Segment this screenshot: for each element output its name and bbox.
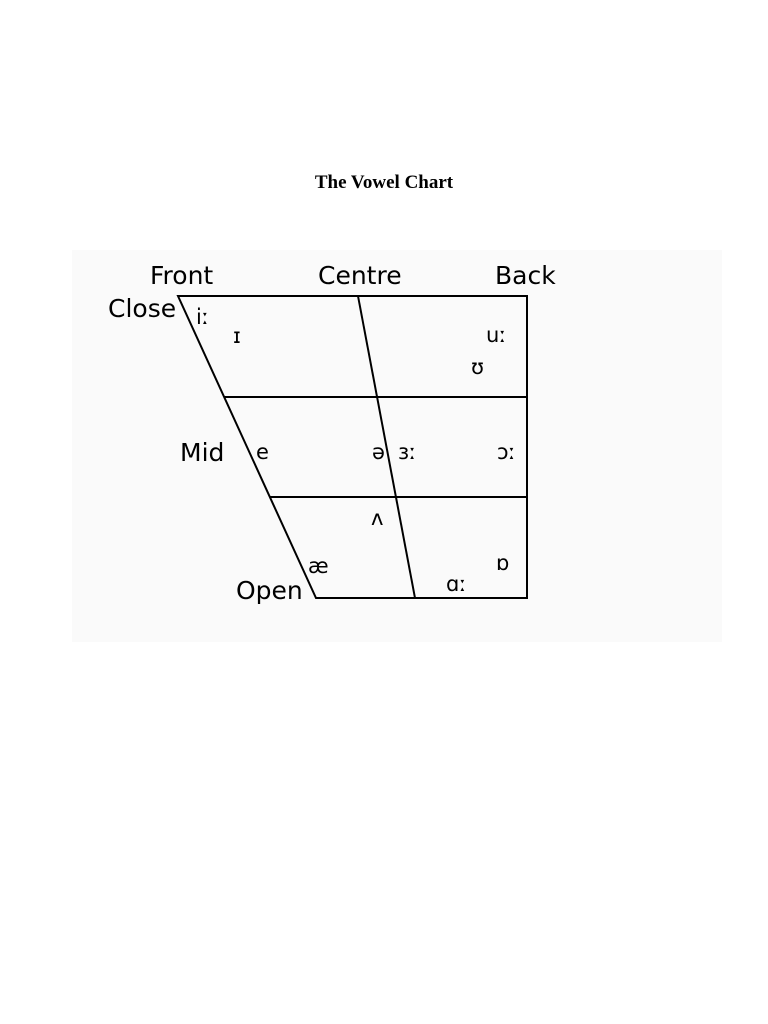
close-label: Close (108, 294, 176, 323)
open-label: Open (236, 576, 303, 605)
centre-label: Centre (318, 261, 402, 290)
vowel-wedge: ʌ (371, 506, 383, 530)
vowel-o-short: ɒ (496, 551, 509, 575)
chart-outline (176, 295, 528, 599)
vowel-o-long: ɔː (497, 440, 516, 464)
vowel-u-short: ʊ (471, 355, 484, 379)
front-label: Front (150, 261, 213, 290)
vowel-a-long: ɑː (446, 572, 466, 596)
vowel-er-long: ɜː (398, 440, 416, 464)
centre-divider (357, 295, 416, 599)
back-label: Back (495, 261, 556, 290)
figure-panel (72, 250, 722, 642)
page-title: The Vowel Chart (314, 172, 454, 193)
vowel-ash: æ (308, 554, 329, 578)
vowel-schwa: ə (372, 440, 385, 464)
vowel-i-short: ɪ (233, 324, 241, 348)
vowel-u-long: uː (486, 323, 506, 347)
mid-label: Mid (180, 438, 224, 467)
vowel-e: e (256, 440, 269, 464)
vowel-i-long: iː (196, 305, 209, 329)
